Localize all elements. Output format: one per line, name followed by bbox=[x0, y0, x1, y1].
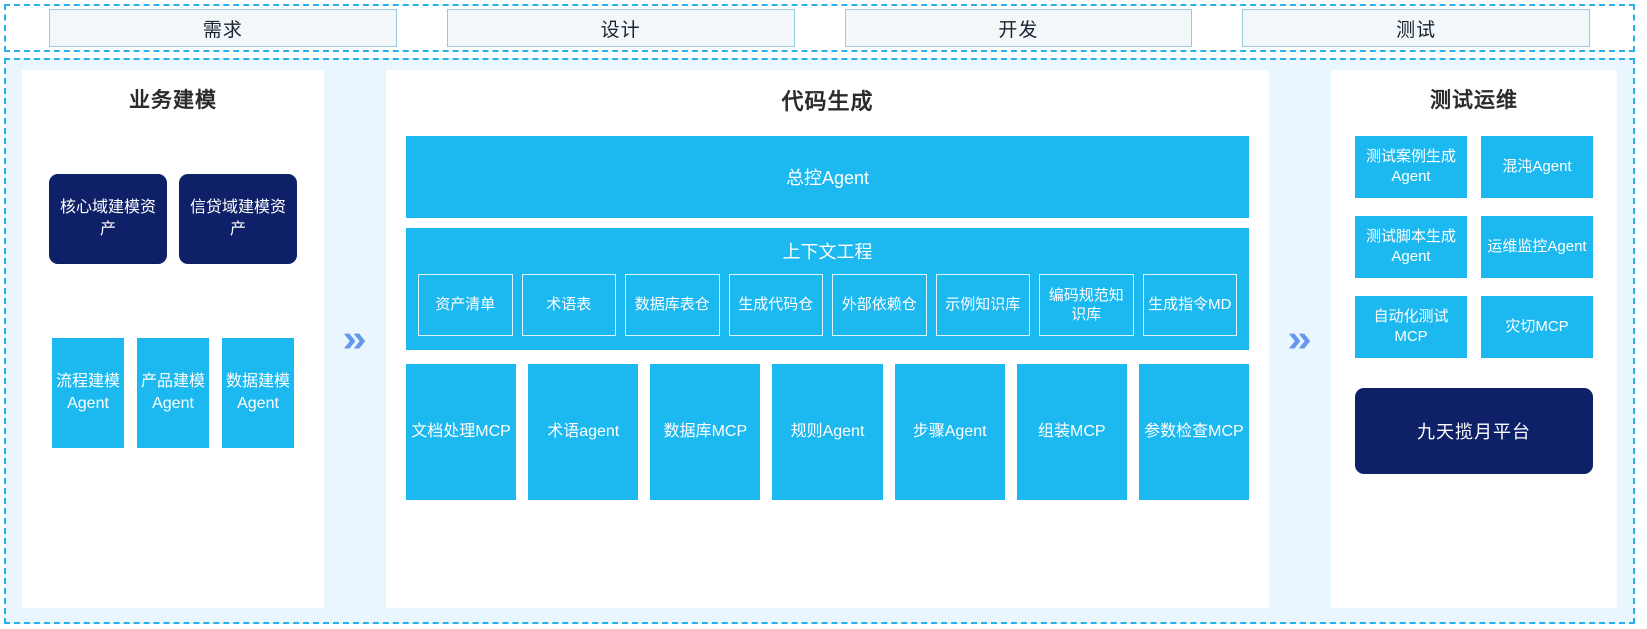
agent-process-modeling[interactable]: 流程建模Agent bbox=[52, 338, 124, 448]
cell-label: 测试案例生成Agent bbox=[1365, 147, 1456, 185]
agent-test-case-generation[interactable]: 测试案例生成Agent bbox=[1355, 136, 1467, 198]
agent-label: 数据建模Agent bbox=[225, 373, 290, 412]
context-item-example-knowledge-base[interactable]: 示例知识库 bbox=[935, 274, 1030, 336]
tool-document-processing-mcp[interactable]: 文档处理MCP bbox=[406, 364, 517, 500]
business-asset-row: 核心域建模资产 信贷域建模资产 bbox=[49, 174, 297, 264]
code-generation-tool-row: 文档处理MCP 术语agent 数据库MCP 规则Agent 步骤Agent 组… bbox=[406, 364, 1249, 500]
mcp-automated-test[interactable]: 自动化测试MCP bbox=[1355, 296, 1467, 358]
business-agent-row: 流程建模Agent 产品建模Agent 数据建模Agent bbox=[52, 338, 294, 448]
platform-label: 九天揽月平台 bbox=[1417, 422, 1531, 442]
tool-parameter-check-mcp[interactable]: 参数检查MCP bbox=[1138, 364, 1249, 500]
tool-label: 参数检查MCP bbox=[1144, 423, 1244, 441]
agent-product-modeling[interactable]: 产品建模Agent bbox=[137, 338, 209, 448]
tool-assembly-mcp[interactable]: 组装MCP bbox=[1016, 364, 1127, 500]
tool-label: 文档处理MCP bbox=[411, 423, 511, 441]
tool-database-mcp[interactable]: 数据库MCP bbox=[650, 364, 761, 500]
context-item-label: 术语表 bbox=[546, 296, 592, 314]
agent-chaos[interactable]: 混沌Agent bbox=[1481, 136, 1593, 198]
context-item-generated-code-repo[interactable]: 生成代码仓 bbox=[728, 274, 823, 336]
tool-step-agent[interactable]: 步骤Agent bbox=[894, 364, 1005, 500]
phase-tab-label: 设计 bbox=[600, 19, 641, 41]
double-chevron-right-icon: » bbox=[342, 318, 368, 360]
context-item-asset-inventory[interactable]: 资产清单 bbox=[418, 274, 513, 336]
agent-ops-monitoring[interactable]: 运维监控Agent bbox=[1481, 216, 1593, 278]
agent-label: 产品建模Agent bbox=[140, 373, 205, 412]
context-item-label: 外部依赖仓 bbox=[841, 296, 917, 314]
jiutian-lanyue-platform[interactable]: 九天揽月平台 bbox=[1355, 388, 1593, 474]
asset-core-domain[interactable]: 核心域建模资产 bbox=[49, 174, 167, 264]
tool-label: 数据库MCP bbox=[663, 423, 748, 441]
tool-label: 步骤Agent bbox=[912, 423, 987, 441]
panel-business-modeling: 业务建模 核心域建模资产 信贷域建模资产 流程建模Agent 产品建模Agent… bbox=[22, 70, 324, 608]
context-item-label: 资产清单 bbox=[435, 296, 496, 314]
panel-title-code-generation: 代码生成 bbox=[781, 89, 874, 114]
asset-credit-domain[interactable]: 信贷域建模资产 bbox=[179, 174, 297, 264]
context-item-db-table-repo[interactable]: 数据库表仓 bbox=[625, 274, 720, 336]
tool-glossary-agent[interactable]: 术语agent bbox=[528, 364, 639, 500]
phase-tab-testing[interactable]: 测试 bbox=[1242, 9, 1590, 47]
cell-label: 测试脚本生成Agent bbox=[1365, 227, 1456, 265]
phase-tab-label: 需求 bbox=[202, 19, 243, 41]
cell-label: 自动化测试MCP bbox=[1373, 307, 1449, 345]
agent-label: 流程建模Agent bbox=[55, 373, 120, 412]
context-engineering-block: 上下文工程 资产清单 术语表 数据库表仓 生成代码仓 外部依赖仓 bbox=[406, 228, 1249, 350]
master-control-agent[interactable]: 总控Agent bbox=[406, 136, 1249, 218]
context-item-coding-standard-knowledge-base[interactable]: 编码规范知识库 bbox=[1039, 274, 1134, 336]
context-item-generation-instruction-md[interactable]: 生成指令MD bbox=[1142, 274, 1237, 336]
tool-label: 规则Agent bbox=[790, 423, 865, 441]
context-item-glossary[interactable]: 术语表 bbox=[521, 274, 616, 336]
flow-arrow-right: » bbox=[1269, 70, 1331, 608]
flow-arrow-left: » bbox=[324, 70, 386, 608]
double-chevron-right-icon: » bbox=[1287, 318, 1313, 360]
phase-band: 需求 设计 开发 测试 bbox=[4, 4, 1635, 52]
tool-label: 组装MCP bbox=[1037, 423, 1106, 441]
master-control-agent-label: 总控Agent bbox=[785, 168, 870, 188]
panel-title-business-modeling: 业务建模 bbox=[129, 89, 217, 112]
architecture-band: 业务建模 核心域建模资产 信贷域建模资产 流程建模Agent 产品建模Agent… bbox=[4, 58, 1635, 624]
context-item-label: 数据库表仓 bbox=[634, 296, 710, 314]
agent-data-modeling[interactable]: 数据建模Agent bbox=[222, 338, 294, 448]
context-engineering-title: 上下文工程 bbox=[782, 242, 873, 262]
asset-label: 信贷域建模资产 bbox=[189, 199, 286, 238]
tool-rule-agent[interactable]: 规则Agent bbox=[772, 364, 883, 500]
phase-tab-label: 开发 bbox=[998, 19, 1039, 41]
cell-label: 灾切MCP bbox=[1505, 317, 1569, 335]
phase-tab-design[interactable]: 设计 bbox=[446, 9, 795, 47]
context-item-label: 生成代码仓 bbox=[738, 296, 814, 314]
mcp-disaster-switch[interactable]: 灾切MCP bbox=[1481, 296, 1593, 358]
context-item-external-dependency-repo[interactable]: 外部依赖仓 bbox=[832, 274, 927, 336]
asset-label: 核心域建模资产 bbox=[59, 199, 156, 238]
phase-tab-development[interactable]: 开发 bbox=[844, 9, 1193, 47]
context-item-label: 编码规范知识库 bbox=[1048, 286, 1124, 324]
agent-test-script-generation[interactable]: 测试脚本生成Agent bbox=[1355, 216, 1467, 278]
test-operations-grid: 测试案例生成Agent 混沌Agent 测试脚本生成Agent 运维监控Agen… bbox=[1355, 136, 1593, 358]
context-item-label: 生成指令MD bbox=[1148, 296, 1232, 314]
phase-tab-requirements[interactable]: 需求 bbox=[49, 9, 397, 47]
code-generation-content: 总控Agent 上下文工程 资产清单 术语表 数据库表仓 生成代码仓 bbox=[406, 122, 1249, 500]
panel-code-generation: 代码生成 总控Agent 上下文工程 资产清单 术语表 数据库表仓 bbox=[386, 70, 1269, 608]
panel-title-test-operations: 测试运维 bbox=[1430, 89, 1518, 112]
context-item-label: 示例知识库 bbox=[945, 296, 1021, 314]
cell-label: 运维监控Agent bbox=[1487, 237, 1587, 255]
context-engineering-items: 资产清单 术语表 数据库表仓 生成代码仓 外部依赖仓 示例知 bbox=[418, 274, 1237, 336]
phase-tab-label: 测试 bbox=[1396, 19, 1437, 41]
cell-label: 混沌Agent bbox=[1502, 157, 1572, 175]
panel-test-operations: 测试运维 测试案例生成Agent 混沌Agent 测试脚本生成Agent 运维监… bbox=[1331, 70, 1617, 608]
tool-label: 术语agent bbox=[547, 423, 620, 441]
